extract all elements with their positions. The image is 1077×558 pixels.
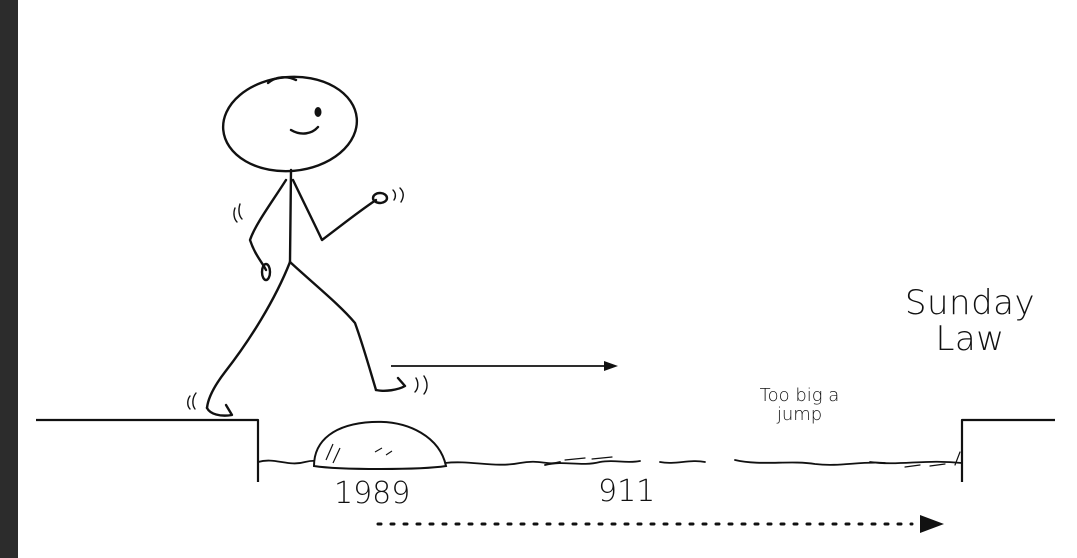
stone-year-label: 1989 <box>334 478 410 510</box>
event-year-label: 911 <box>598 476 655 508</box>
stepping-stone-icon <box>314 422 446 469</box>
left-bank <box>36 420 258 482</box>
arrow-right-icon <box>391 361 618 371</box>
destination-label: Sunday Law <box>890 286 1050 357</box>
stick-figure-icon <box>188 71 427 415</box>
gap-label-line2: jump <box>737 406 862 425</box>
destination-label-line2: Law <box>890 322 1050 358</box>
dotted-arrow-right-icon <box>378 515 944 533</box>
destination-label-line1: Sunday <box>890 286 1050 322</box>
right-bank <box>962 420 1055 482</box>
gap-label: Too big a jump <box>737 387 862 425</box>
